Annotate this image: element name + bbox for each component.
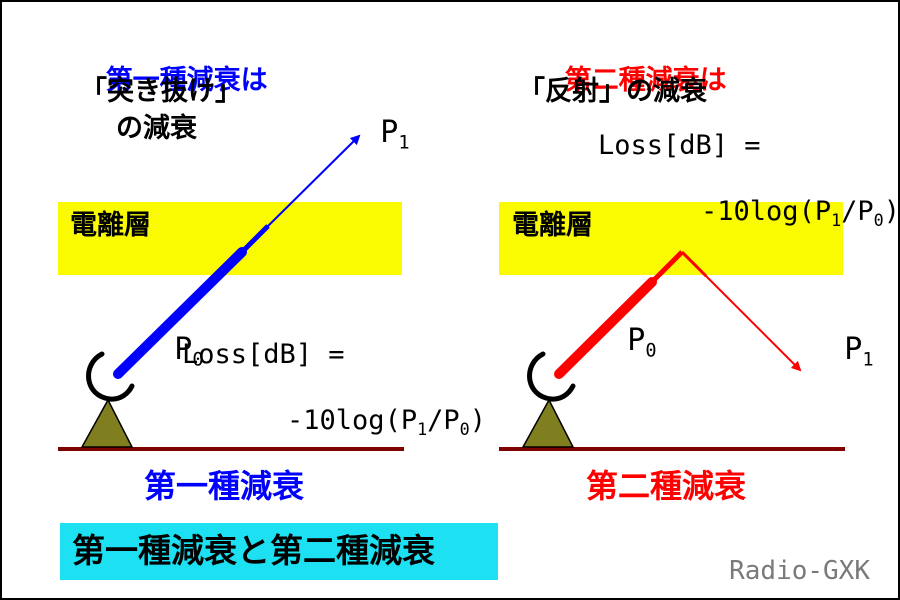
right-formula-line1: Loss[dB] = bbox=[598, 130, 761, 161]
left-title-text: 第一種減衰は bbox=[105, 65, 268, 96]
left-title-line1: 第一種減衰は bbox=[68, 40, 268, 121]
footer-caption: 第一種減衰と第二種減衰 bbox=[72, 531, 435, 570]
left-layer-label: 電離層 bbox=[70, 210, 151, 241]
right-title-line1: 第二種減衰は bbox=[527, 40, 727, 121]
left-caption: 第一種減衰 bbox=[144, 467, 305, 505]
right-p1-label: P1 bbox=[772, 305, 874, 400]
right-p0-label: P0 bbox=[555, 296, 657, 391]
right-formula-sub-0: 0 bbox=[873, 209, 884, 230]
left-title-line3: の減衰 bbox=[116, 113, 197, 144]
right-p0-sub: 0 bbox=[645, 340, 657, 362]
right-title-text: 第二種減衰は bbox=[564, 65, 727, 96]
wave-thin-arrow-right bbox=[704, 274, 802, 372]
wave-thick-left bbox=[113, 247, 247, 379]
right-p1-main: P bbox=[844, 332, 863, 367]
credit-label: Radio-GXK bbox=[729, 556, 870, 586]
right-p0-main: P bbox=[627, 323, 646, 358]
left-formula-sub-0: 0 bbox=[459, 418, 470, 439]
right-formula-part-e: ) bbox=[883, 196, 900, 227]
left-title-line2: 「突き抜け」 bbox=[80, 76, 242, 107]
right-formula-sub-1: 1 bbox=[831, 209, 842, 230]
left-p0-label: P0 bbox=[102, 305, 204, 400]
right-formula-part-a: -10log(P bbox=[701, 196, 832, 227]
right-title-line2: 「反射」の減衰 bbox=[518, 76, 707, 107]
antenna-dish-left bbox=[86, 351, 135, 402]
wave-medium-left bbox=[238, 224, 270, 256]
left-p1-label: P1 bbox=[308, 88, 410, 183]
right-caption: 第二種減衰 bbox=[586, 467, 747, 505]
left-formula-line1: Loss[dB] = bbox=[182, 339, 345, 370]
antenna-dish-right bbox=[527, 351, 576, 402]
antenna-base-left bbox=[80, 398, 134, 448]
left-formula-sub-1: 1 bbox=[417, 418, 428, 439]
left-formula-part-a: -10log(P bbox=[287, 405, 418, 436]
right-formula-line2: -10log(P1/P0) bbox=[636, 171, 900, 256]
left-p0-sub: 0 bbox=[192, 349, 204, 371]
left-p0-main: P bbox=[174, 332, 193, 367]
wave-thin-arrow-left bbox=[265, 134, 361, 229]
left-p1-sub: 1 bbox=[398, 132, 410, 154]
wave-reflected-right bbox=[680, 250, 708, 278]
antenna-base-right bbox=[521, 398, 575, 448]
wave-medium-right bbox=[648, 250, 684, 286]
right-layer-label: 電離層 bbox=[512, 210, 593, 241]
left-formula-part-e: ) bbox=[469, 405, 487, 436]
left-p1-main: P bbox=[380, 115, 399, 150]
footer-caption-box bbox=[60, 523, 498, 580]
wave-thick-right bbox=[554, 277, 657, 379]
right-formula-part-c: /P bbox=[841, 196, 874, 227]
left-formula-part-c: /P bbox=[427, 405, 460, 436]
right-p1-sub: 1 bbox=[862, 349, 874, 371]
left-formula-line2: -10log(P1/P0) bbox=[222, 380, 486, 465]
